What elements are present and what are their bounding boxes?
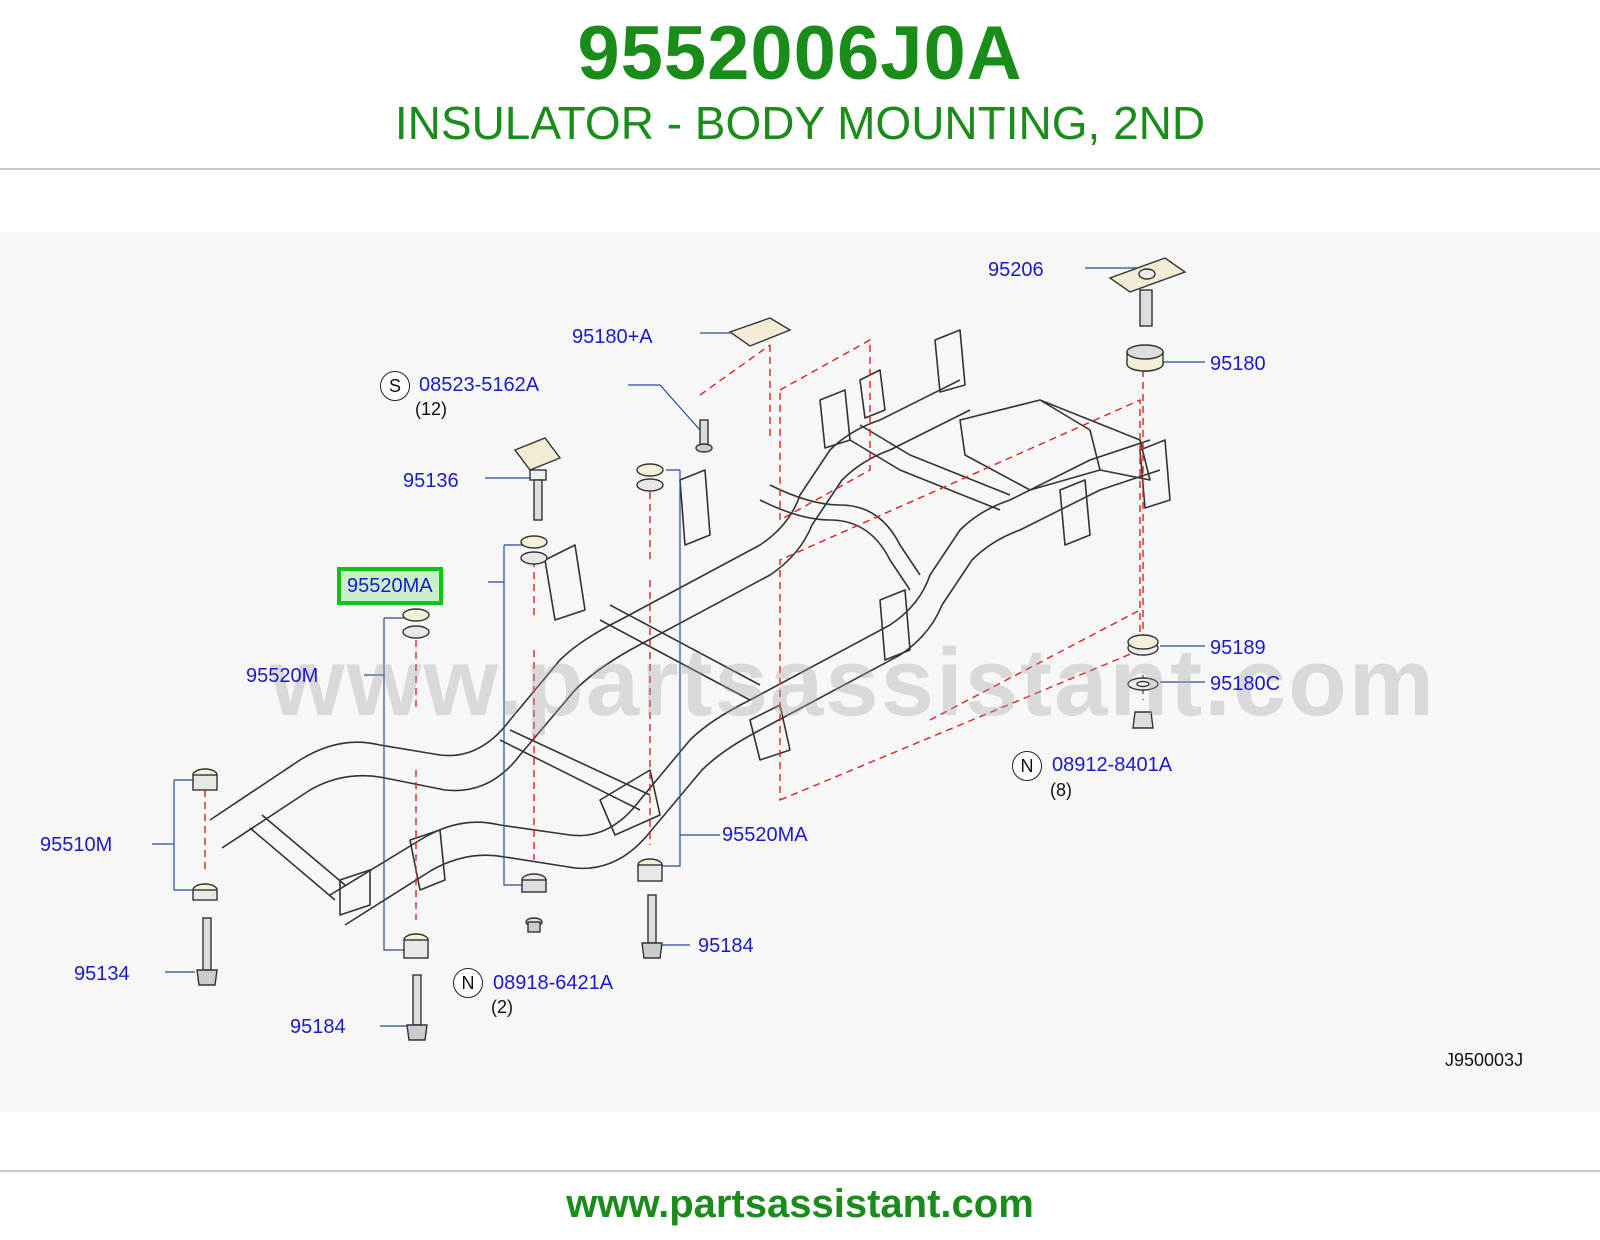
part-95189-cushion (1127, 634, 1159, 656)
frame-cross-member-mid3 (759, 484, 921, 591)
frame-left-rail (209, 379, 961, 821)
frame-cross-member-mid2 (599, 604, 761, 701)
bracket-rear-4 (879, 589, 911, 661)
part-95520MA-lower (521, 873, 547, 893)
frame-cross-member-rear (849, 424, 1011, 511)
part-description: INSULATOR - BODY MOUNTING, 2ND (394, 97, 1206, 149)
bracket-rear-3 (934, 329, 966, 393)
callout-95180[interactable]: 95180 (1210, 353, 1266, 375)
part-95206-bracket (1108, 257, 1187, 327)
callout-95180-plus-a[interactable]: 95180+A (572, 326, 653, 348)
frame-cross-member-front (249, 814, 346, 901)
frame-right-rail (329, 439, 1151, 896)
part-mount-pad-2 (520, 535, 548, 565)
bracket-mid-left (544, 544, 586, 621)
diagram-code: J950003J (1445, 1050, 1524, 1070)
part-95184-right-bolt (641, 894, 663, 959)
leader-line-95520M-bracket (364, 617, 404, 951)
frame-rear-box (959, 399, 1101, 491)
footer-website-link[interactable]: www.partsassistant.com (566, 1182, 1034, 1226)
bracket-mid-right (599, 769, 661, 836)
part-95180A-plate (728, 317, 792, 347)
bracket-rear-6 (1139, 439, 1171, 509)
footer-divider (0, 1170, 1600, 1172)
watermark: www.partsassistant.com (270, 629, 1437, 736)
part-95180C-washer (1127, 677, 1159, 691)
callout-95520ma-highlighted[interactable]: 95520MA (337, 567, 443, 605)
part-08918-nut (525, 917, 543, 933)
callout-95180c[interactable]: 95180C (1210, 673, 1281, 695)
qty-08912: (8) (1050, 780, 1072, 800)
bracket-rear-1 (819, 389, 851, 449)
bracket-center-right (749, 704, 791, 761)
leader-line-95510M (152, 779, 194, 891)
leader-rear-box-2 (929, 609, 1141, 721)
part-95134-bolt (196, 917, 218, 986)
bracket-rear-2 (859, 369, 886, 419)
symbol-n-circle-08912: N (1012, 751, 1042, 781)
part-95510M-lower (192, 883, 218, 901)
qty-08523: (12) (415, 399, 448, 419)
part-08523-bolt (695, 419, 713, 453)
leader-rear-box (779, 398, 1141, 802)
callout-95184-left[interactable]: 95184 (290, 1016, 346, 1038)
callout-08912-8401a[interactable]: 08912-8401A (1052, 754, 1173, 776)
part-95136-plug (513, 437, 562, 521)
callout-95520ma[interactable]: 95520MA (722, 824, 808, 846)
diagram-background (0, 232, 1600, 1112)
callout-95189[interactable]: 95189 (1210, 637, 1266, 659)
symbol-n-circle-08918: N (453, 968, 483, 998)
bracket-center-left (679, 469, 711, 546)
callout-95136[interactable]: 95136 (403, 470, 459, 492)
callout-95206[interactable]: 95206 (988, 259, 1044, 281)
symbol-s-circle: S (380, 371, 410, 401)
header-divider (0, 168, 1600, 170)
part-95180-cushion (1126, 344, 1164, 372)
part-95520M-lower (403, 933, 429, 959)
callout-95184-right[interactable]: 95184 (698, 935, 754, 957)
callout-95134[interactable]: 95134 (74, 963, 130, 985)
callout-95510m[interactable]: 95510M (40, 834, 113, 856)
part-95520MA-right-lower (637, 858, 663, 882)
bracket-front-right (409, 829, 446, 891)
page-header: 9552006J0A INSULATOR - BODY MOUNTING, 2N… (0, 0, 1600, 170)
part-08912-nut (1132, 711, 1154, 729)
part-mount-pad-1 (636, 463, 664, 492)
callout-95520m[interactable]: 95520M (246, 665, 319, 687)
leader-top-box (779, 338, 871, 522)
qty-08918: (2) (491, 997, 513, 1017)
frame-cross-member-mid1 (499, 729, 651, 811)
part-mount-pad-3 (402, 608, 430, 639)
part-number-title: 9552006J0A (577, 11, 1023, 96)
leader-line-95520MA-right (660, 469, 720, 867)
bracket-rear-5 (1059, 479, 1091, 546)
leader-top-plate (699, 344, 771, 440)
leader-line-08523 (628, 384, 701, 431)
bracket-front-left (339, 869, 371, 916)
part-95510M-upper (192, 768, 218, 791)
part-95184-left-bolt (406, 974, 428, 1041)
callout-08523-5162a[interactable]: 08523-5162A (419, 374, 540, 396)
callout-08918-6421a[interactable]: 08918-6421A (493, 972, 614, 994)
